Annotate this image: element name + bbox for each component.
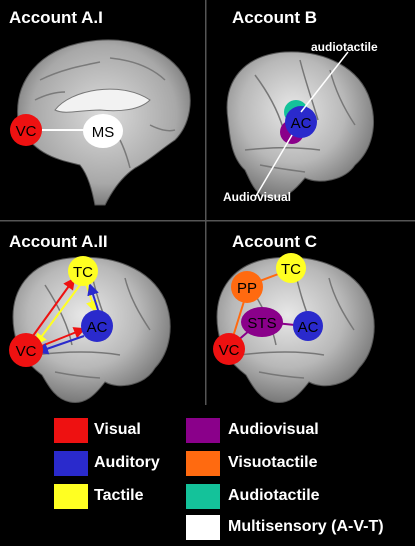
pp-vc-connection bbox=[231, 297, 246, 341]
panel-account-c: TC PP STS AC VC bbox=[213, 253, 375, 404]
node-vc-label: VC bbox=[219, 342, 240, 359]
node-ac bbox=[81, 310, 113, 342]
node-ac bbox=[285, 106, 317, 138]
legend-label-audiovisual: Audiovisual bbox=[228, 421, 319, 438]
tc-to-vc-arrow bbox=[34, 284, 81, 346]
node-ac bbox=[293, 311, 323, 341]
horizontal-divider bbox=[0, 220, 415, 222]
legend-label-tactile: Tactile bbox=[94, 487, 144, 504]
corpus-callosum bbox=[54, 88, 151, 113]
legend-swatch-audiovisual bbox=[186, 418, 220, 443]
node-tc-label: TC bbox=[281, 261, 301, 278]
node-ac-label: AC bbox=[291, 115, 312, 132]
legend-swatch-auditory bbox=[54, 451, 88, 476]
node-vc bbox=[10, 114, 42, 146]
node-sts-label: STS bbox=[247, 315, 276, 332]
node-tc-label: TC bbox=[73, 264, 93, 281]
audiovisual-pointer bbox=[255, 134, 293, 197]
node-pp bbox=[231, 271, 263, 303]
legend-swatch-visual bbox=[54, 418, 88, 443]
node-sts bbox=[241, 307, 283, 337]
node-ac-label: AC bbox=[298, 319, 319, 336]
legend-swatch-tactile bbox=[54, 484, 88, 509]
node-ms-label: MS bbox=[92, 124, 115, 141]
node-vc-label: VC bbox=[16, 343, 37, 360]
panel-account-a2: TC AC VC bbox=[9, 256, 171, 404]
audiotactile-pointer bbox=[300, 51, 349, 113]
panel-account-b: AC audiotactile Audiovisual bbox=[223, 40, 378, 204]
legend-label-visuotactile: Visuotactile bbox=[228, 454, 318, 471]
legend-label-auditory: Auditory bbox=[94, 454, 160, 471]
sulcus-lines-a2 bbox=[34, 267, 151, 379]
panel-title-b: Account B bbox=[232, 8, 317, 27]
node-tc bbox=[68, 256, 98, 286]
node-vc bbox=[213, 333, 245, 365]
audiotactile-annotation: audiotactile bbox=[311, 40, 378, 54]
node-vc bbox=[9, 333, 43, 367]
legend-swatch-visuotactile bbox=[186, 451, 220, 476]
node-ac-label: AC bbox=[87, 319, 108, 336]
legend-label-audiotactile: Audiotactile bbox=[228, 487, 320, 504]
legend-label-multisensory: Multisensory (A-V-T) bbox=[228, 518, 384, 535]
panel-title-a1: Account A.I bbox=[9, 8, 103, 27]
sulcus-lines-b bbox=[244, 59, 356, 173]
node-vc-label: VC bbox=[16, 123, 37, 140]
panel-title-a2: Account A.II bbox=[9, 232, 108, 251]
panel-title-c: Account C bbox=[232, 232, 317, 251]
node-tc bbox=[276, 253, 306, 283]
node-ms bbox=[83, 114, 123, 148]
legend-swatch-multisensory bbox=[186, 515, 220, 540]
vertical-divider bbox=[205, 0, 207, 405]
ac-to-tc-arrow bbox=[87, 283, 100, 314]
legend-label-visual: Visual bbox=[94, 421, 141, 438]
sulcus-lines bbox=[34, 57, 176, 169]
node-pp-label: PP bbox=[237, 280, 257, 297]
legend-swatch-audiotactile bbox=[186, 484, 220, 509]
vc-to-tc-arrow bbox=[29, 277, 76, 341]
audiovisual-annotation: Audiovisual bbox=[223, 190, 291, 204]
panel-account-a1: VC MS bbox=[10, 39, 191, 206]
ac-to-vc-arrow bbox=[36, 335, 85, 355]
